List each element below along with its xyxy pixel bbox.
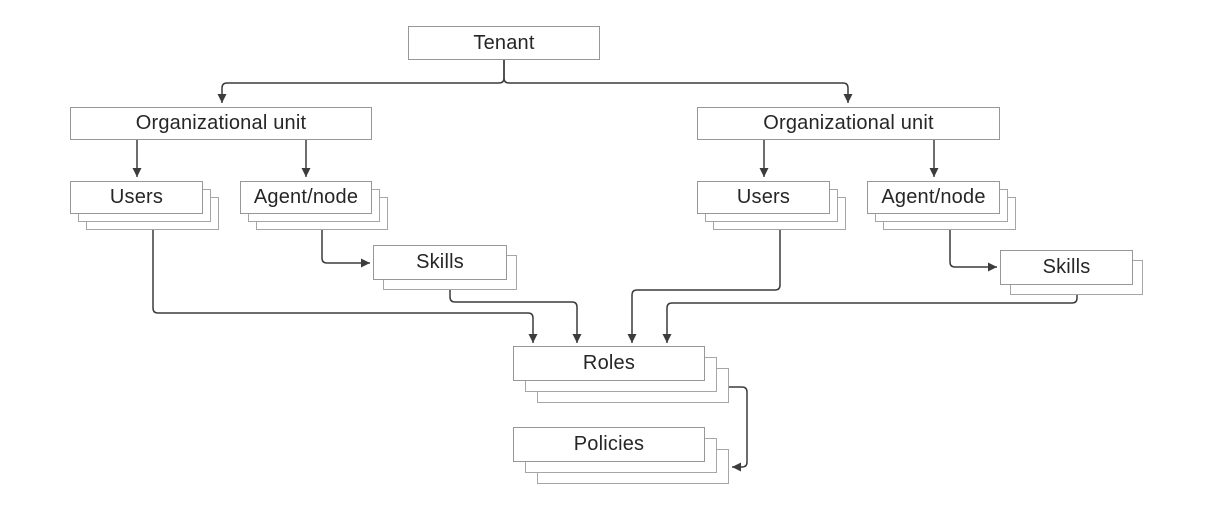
node-skills-left-label: Skills [416, 251, 464, 273]
node-organizational-unit-right: Organizational unit [697, 107, 1000, 140]
node-tenant: Tenant [408, 26, 600, 60]
node-agent-node-left: Agent/node [240, 181, 388, 230]
edge-roles-policies [729, 386, 748, 472]
edge-tenant-ou-left [217, 60, 505, 103]
edge-tenant-ou-right [503, 60, 853, 103]
node-skills-right: Skills [1000, 250, 1143, 295]
node-organizational-unit-left-label: Organizational unit [135, 112, 307, 134]
node-users-right-label: Users [736, 186, 791, 208]
edge-agent-right-skills-right [949, 230, 997, 272]
node-users-left: Users [70, 181, 219, 230]
node-organizational-unit-left-box: Organizational unit [70, 107, 372, 140]
edge-skills-right-roles [662, 295, 1078, 343]
node-agent-node-right-box: Agent/node [867, 181, 1000, 214]
node-users-left-box: Users [70, 181, 203, 214]
node-agent-node-left-label: Agent/node [253, 186, 359, 208]
node-agent-node-right-label: Agent/node [881, 186, 986, 208]
node-users-right: Users [697, 181, 846, 230]
node-agent-node-right: Agent/node [867, 181, 1016, 230]
node-tenant-box: Tenant [408, 26, 600, 60]
node-roles: Roles [513, 346, 729, 403]
edge-users-left-roles [152, 230, 538, 343]
node-organizational-unit-left: Organizational unit [70, 107, 372, 140]
node-skills-left-box: Skills [373, 245, 507, 280]
node-skills-right-box: Skills [1000, 250, 1133, 285]
node-skills-left: Skills [373, 245, 517, 290]
node-policies-label: Policies [573, 433, 645, 455]
node-policies-box: Policies [513, 427, 705, 462]
edge-users-right-roles [627, 230, 781, 343]
node-users-left-label: Users [109, 186, 164, 208]
node-skills-right-label: Skills [1042, 256, 1091, 278]
node-roles-label: Roles [582, 352, 636, 374]
node-users-right-box: Users [697, 181, 830, 214]
node-organizational-unit-right-box: Organizational unit [697, 107, 1000, 140]
node-agent-node-left-box: Agent/node [240, 181, 372, 214]
node-organizational-unit-right-label: Organizational unit [763, 112, 934, 134]
edge-skills-left-roles [449, 290, 582, 343]
node-policies: Policies [513, 427, 729, 484]
edge-agent-left-skills-left [321, 230, 370, 268]
node-roles-box: Roles [513, 346, 705, 381]
node-tenant-label: Tenant [473, 31, 535, 54]
